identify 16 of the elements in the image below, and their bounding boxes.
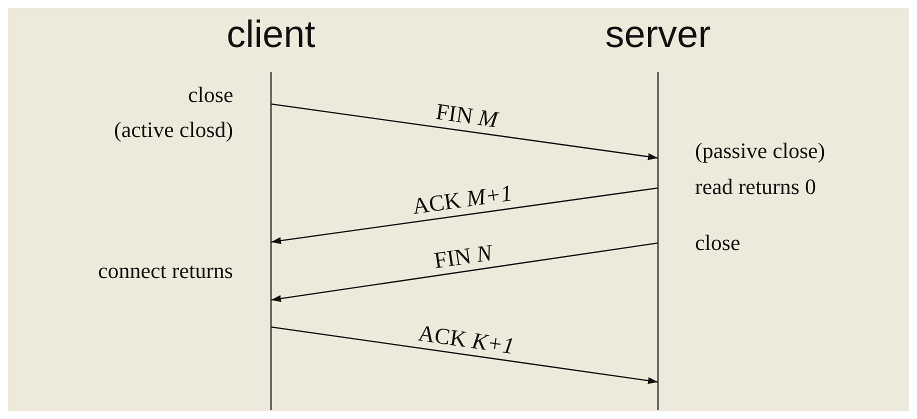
side-note: (active closd) — [114, 117, 234, 143]
message-arrow — [270, 326, 658, 384]
message-label: ACK K+1 — [416, 320, 516, 360]
message-arrow — [270, 187, 658, 244]
message-label: FIN N — [432, 240, 494, 274]
side-note: read returns 0 — [695, 174, 816, 200]
message-label: ACK M+1 — [410, 180, 514, 220]
lifeline-title: client — [226, 14, 316, 57]
side-note: connect returns — [98, 258, 233, 284]
side-note: (passive close) — [695, 138, 826, 164]
side-note: close — [188, 82, 234, 108]
message-arrow — [270, 242, 658, 302]
message-label: FIN M — [434, 98, 499, 134]
side-note: close — [695, 230, 740, 256]
message-arrow — [270, 103, 658, 160]
lifeline-title: server — [604, 14, 712, 57]
